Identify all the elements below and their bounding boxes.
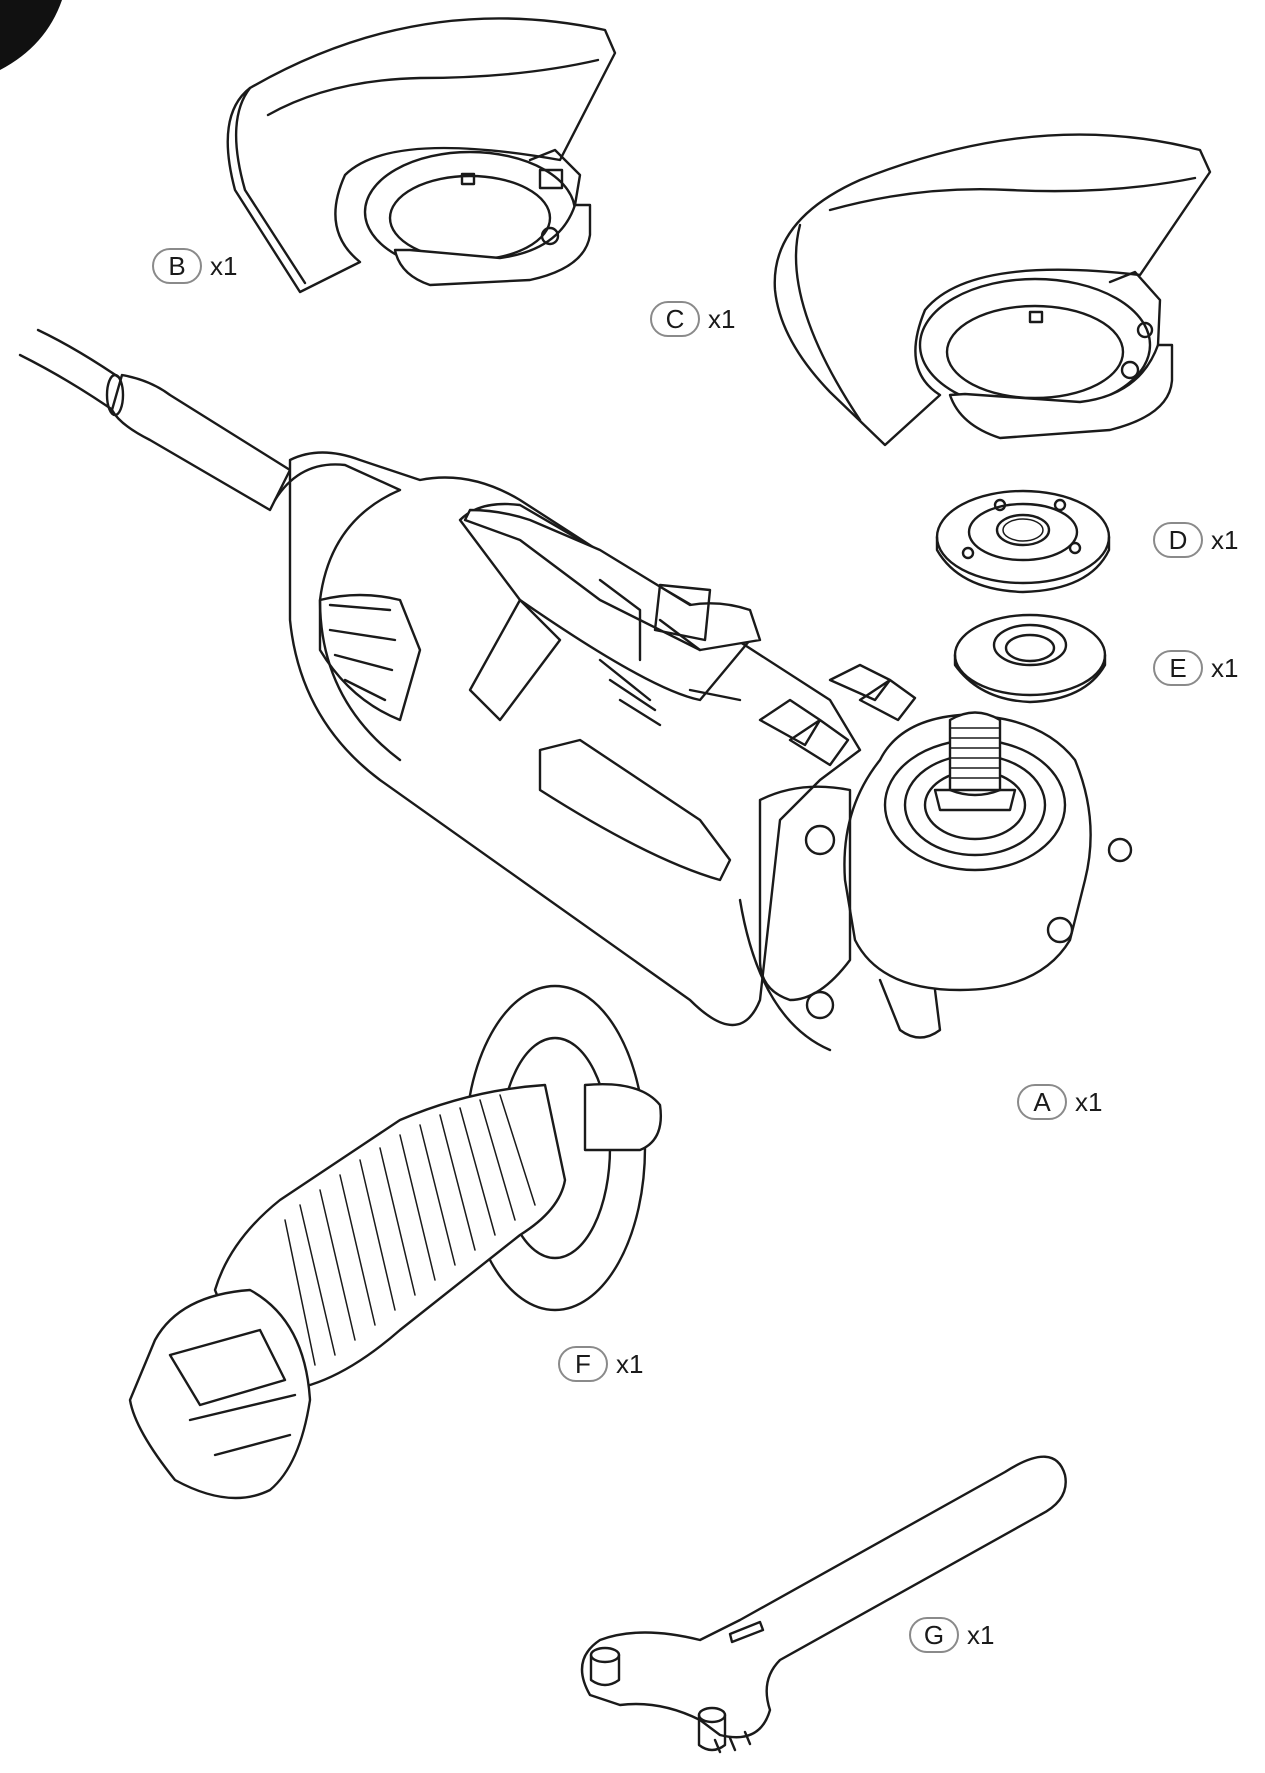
outer-flange-d [935,489,1111,594]
callout-f-qty: x1 [616,1348,644,1379]
callout-c-letter: C [650,301,700,337]
callout-d-letter: D [1153,522,1203,558]
side-handle-f [128,984,662,1500]
callout-f: F x1 [558,1346,643,1382]
callout-b-qty: x1 [210,250,238,281]
callout-d: D x1 [1153,522,1238,558]
wheel-guard-b [226,17,617,294]
callout-c-qty: x1 [708,303,736,334]
callout-a-qty: x1 [1075,1086,1103,1117]
callout-c: C x1 [650,301,735,337]
callout-e: E x1 [1153,650,1238,686]
callout-f-letter: F [558,1346,608,1382]
power-cord [18,328,292,512]
callout-a: A x1 [1017,1084,1102,1120]
angle-grinder-a [273,451,1133,1052]
pin-spanner-g [580,1455,1067,1754]
callout-g-letter: G [909,1617,959,1653]
callout-d-qty: x1 [1211,524,1239,555]
callout-b-letter: B [152,248,202,284]
callout-g-qty: x1 [967,1619,995,1650]
callout-a-letter: A [1017,1084,1067,1120]
callout-g: G x1 [909,1617,994,1653]
callout-e-letter: E [1153,650,1203,686]
inner-flange-e [953,613,1107,704]
callout-b: B x1 [152,248,237,284]
callout-e-qty: x1 [1211,652,1239,683]
wheel-guard-c [773,133,1212,447]
corner-tab-mark [0,0,62,70]
